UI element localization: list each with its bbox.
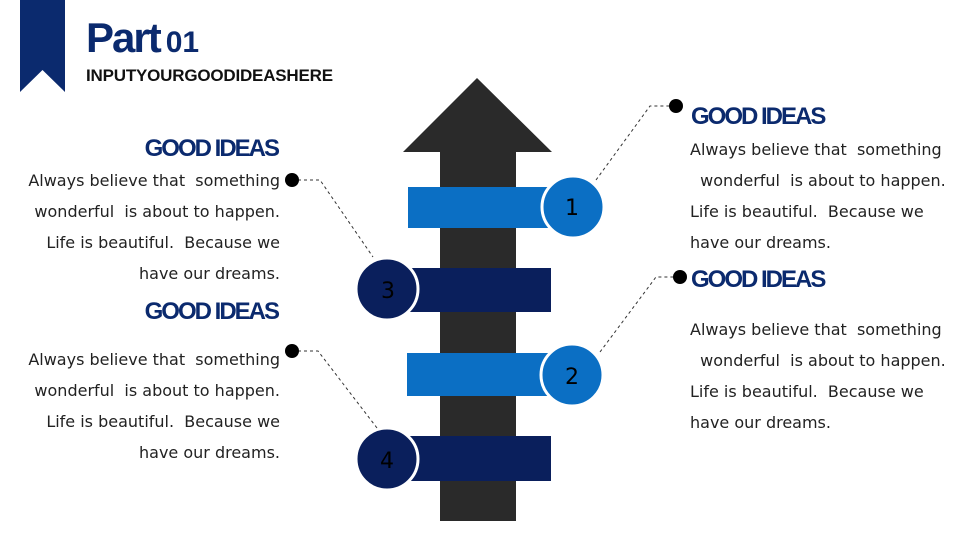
title-main: Part xyxy=(86,14,162,61)
step-1-circle xyxy=(540,174,606,240)
bookmark-ribbon-icon xyxy=(20,0,65,92)
step-4-text: Always believe that something wonderful … xyxy=(28,344,280,468)
step-3-line: have our dreams. xyxy=(139,264,280,283)
step-3-line: Life is beautiful. Because we xyxy=(46,233,280,252)
step-2-line: wonderful is about to happen. xyxy=(690,351,946,370)
step-4-number: 4 xyxy=(380,449,394,474)
connector-2-dot xyxy=(673,270,687,284)
connector-4-dot xyxy=(285,344,299,358)
step-1-heading: GOOD IDEAS xyxy=(691,103,826,130)
connector-1-dot xyxy=(669,99,683,113)
step-3-heading: GOOD IDEAS xyxy=(144,135,280,162)
step-1-line: Life is beautiful. Because we xyxy=(690,202,924,221)
step-4-heading: GOOD IDEAS xyxy=(144,298,280,325)
connector-4 xyxy=(292,350,378,429)
title-number: 01 xyxy=(165,26,200,59)
step-3-text: Always believe that something wonderful … xyxy=(28,165,280,289)
step-2-text: Always believe that something wonderful … xyxy=(690,314,946,438)
step-4-line: Always believe that something xyxy=(28,350,280,369)
step-3-line: Always believe that something xyxy=(28,171,280,190)
step-3-line: wonderful is about to happen. xyxy=(34,202,280,221)
step-2-line: have our dreams. xyxy=(690,413,831,432)
step-2-number: 2 xyxy=(565,365,579,390)
page-subtitle: INPUTYOURGOODIDEASHERE xyxy=(86,66,333,85)
connector-3-dot xyxy=(285,173,299,187)
step-2-line: Life is beautiful. Because we xyxy=(690,382,924,401)
step-2-heading: GOOD IDEAS xyxy=(691,266,826,293)
step-2-circle xyxy=(539,342,605,408)
step-1-line: have our dreams. xyxy=(690,233,831,252)
step-4-line: wonderful is about to happen. xyxy=(34,381,280,400)
step-3-circle xyxy=(354,256,420,322)
step-4-circle xyxy=(354,426,420,492)
step-3-number: 3 xyxy=(381,279,395,304)
step-1-text: Always believe that something wonderful … xyxy=(690,134,946,258)
connector-1 xyxy=(595,105,676,181)
connector-2 xyxy=(599,276,680,353)
step-2-line: Always believe that something xyxy=(690,320,942,339)
step-4-line: Life is beautiful. Because we xyxy=(46,412,280,431)
connector-3 xyxy=(292,179,374,258)
step-1-line: wonderful is about to happen. xyxy=(690,171,946,190)
step-1-line: Always believe that something xyxy=(690,140,942,159)
step-1-number: 1 xyxy=(565,196,579,221)
step-4-line: have our dreams. xyxy=(139,443,280,462)
